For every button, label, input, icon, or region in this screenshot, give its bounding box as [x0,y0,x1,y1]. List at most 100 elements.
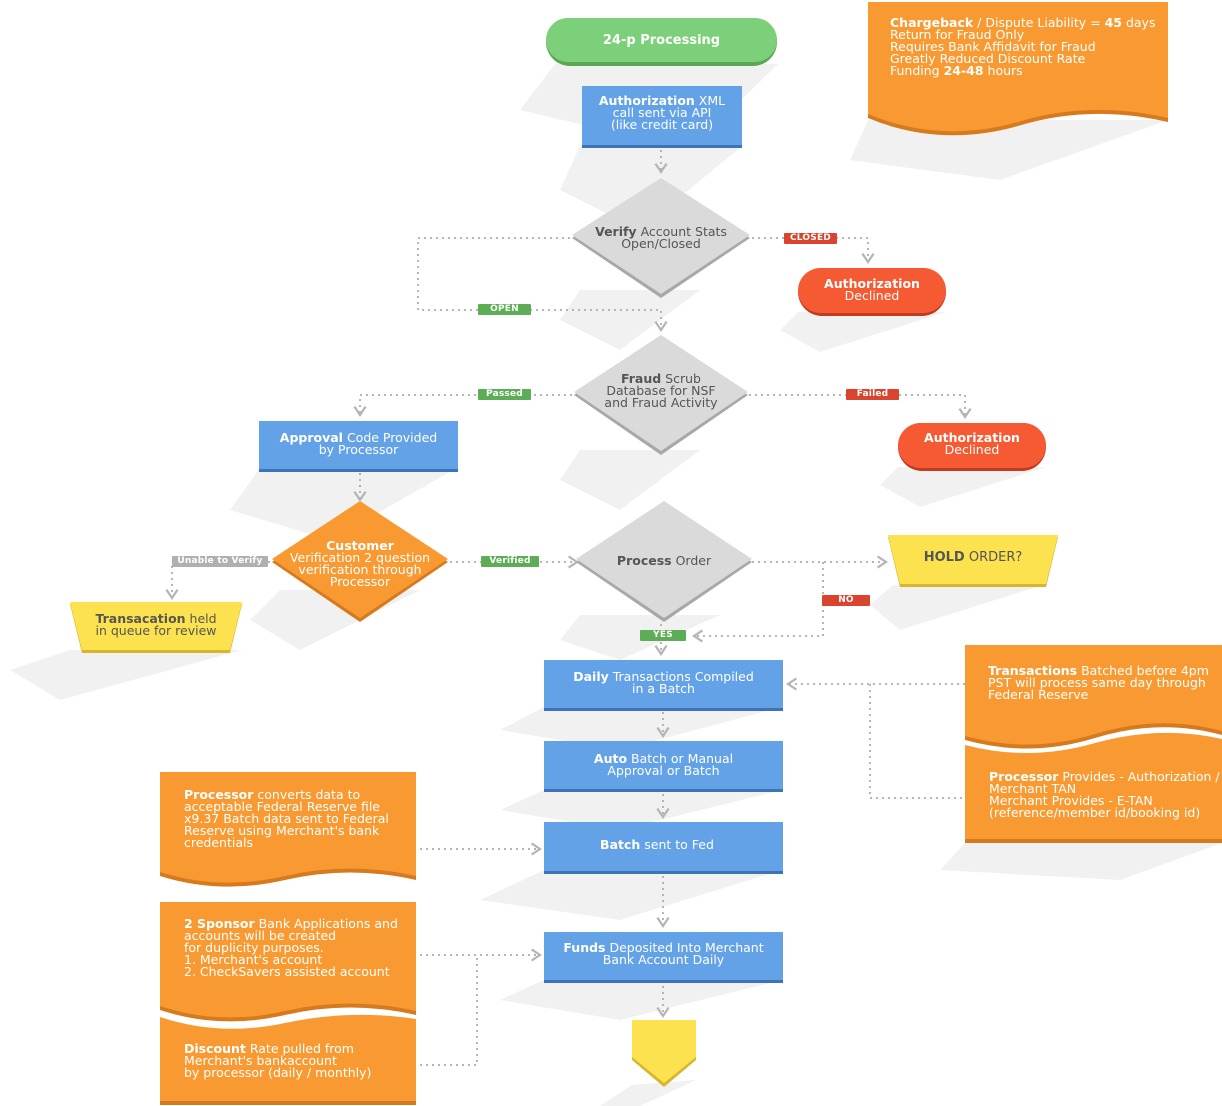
daily-rest: Transactions Compiled [608,669,754,684]
customer-bold: Customer [326,538,394,553]
declined1-pill: Authorization Declined [798,277,946,303]
fraud-line2: Database for NSF [606,383,716,398]
authorization-line3: (like credit card) [610,117,714,132]
processor-tan-line2: Merchant TAN [989,781,1077,796]
batch-box: Batch sent to Fed [544,837,770,852]
auto-bold: Auto [593,751,628,766]
process-bold: Process [616,553,672,568]
customer-line2: Verification 2 question [289,550,431,565]
funds-line2: Bank Account Daily [602,952,725,967]
customer-diamond: Customer Verification 2 question verific… [272,538,448,589]
chargeback-rest: / Dispute Liability = [973,15,1105,30]
authorization-rest: XML [694,93,726,108]
funds-box: Funds Deposited Into Merchant Bank Accou… [544,940,783,967]
transactions-bold: Transactions [988,663,1078,678]
verify-line2: Open/Closed [621,236,701,251]
discount-line3: by processor (daily / monthly) [184,1065,372,1080]
note-transactions: Transactions Batched before 4pm PST will… [988,663,1220,702]
sponsor-rest: Bank Applications and [254,916,398,931]
verify-diamond: Verify Account Stats Open/Closed [572,224,750,251]
processor-tan-bold: Processor [989,769,1059,784]
sponsor-line2: accounts will be created [184,928,337,943]
tag-open: OPEN [478,304,531,315]
chargeback-line5a: Funding [890,63,944,78]
sponsor-line4: 1. Merchant's account [184,952,323,967]
processor-tan-line4: (reference/member id/booking id) [989,805,1201,820]
transactions-line3: Federal Reserve [988,687,1089,702]
auto-rest: Batch or Manual [627,751,734,766]
chargeback-line5b: 24-48 [943,63,984,78]
chargeback-line3: Requires Bank Affidavit for Fraud [890,39,1096,54]
approval-bold: Approval [279,430,343,445]
note-shapes [160,2,1222,1105]
customer-line3: verification through [298,562,422,577]
note-processor-convert: Processor converts data to acceptable Fe… [184,787,414,850]
declined2-bold: Authorization [924,430,1020,445]
batch-bold: Batch [600,837,641,852]
note-processor-tan: Processor Provides - Authorization / Mer… [989,769,1221,820]
hold-bold: HOLD [923,550,965,565]
approval-line2: by Processor [318,442,399,457]
processor-convert-line2: acceptable Federal Reserve file [184,799,380,814]
held-rest: held [185,611,217,626]
sponsor-line3: for duplicity purposes. [184,940,324,955]
tag-verified: Verified [481,556,539,567]
daily-line2: in a Batch [632,681,695,696]
chargeback-days: days [1121,15,1156,30]
long-shadows [10,64,1222,1106]
transactions-rest: Batched before 4pm [1077,663,1209,678]
sponsor-line5: 2. CheckSavers assisted account [184,964,390,979]
daily-bold: Daily [573,669,609,684]
authorization-box: Authorization XML call sent via API (lik… [582,93,742,132]
held-box: Transacation held in queue for review [70,611,242,637]
chargeback-line4: Greatly Reduced Discount Rate [890,51,1086,66]
tag-unable: Unable to Verify [172,556,268,567]
process-rest: Order [671,553,712,568]
yellow-shapes [70,535,1058,1087]
processor-convert-line5: credentials [184,835,253,850]
tag-passed: Passed [478,389,531,400]
hold-rest: ORDER? [964,550,1023,565]
processor-convert-line4: Reserve using Merchant's bank [184,823,380,838]
fraud-rest: Scrub [661,371,701,386]
verify-bold: Verify [595,224,637,239]
funds-rest: Deposited Into Merchant [605,940,764,955]
note-discount: Discount Rate pulled from Merchant's ban… [184,1041,414,1080]
tag-failed: Failed [846,389,899,400]
approval-box: Approval Code Provided by Processor [259,430,458,457]
discount-bold: Discount [184,1041,246,1056]
hold-order-box: HOLD ORDER? [888,550,1058,565]
funds-bold: Funds [563,940,606,955]
tag-closed: CLOSED [784,233,837,244]
note-sponsor: 2 Sponsor Bank Applications and accounts… [184,916,414,979]
processor-convert-rest: converts data to [253,787,361,802]
processor-convert-bold: Processor [184,787,254,802]
held-bold: Transacation [95,611,186,626]
processor-convert-line3: x9.37 Batch data sent to Federal [184,811,389,826]
fraud-diamond: Fraud Scrub Database for NSF and Fraud A… [574,371,748,409]
tag-yes: YES [640,630,686,641]
process-boxes [259,86,783,983]
tag-no: NO [822,595,870,606]
decision-diamonds [572,178,752,622]
note-chargeback: Chargeback / Dispute Liability = 45 days… [890,15,1160,78]
declined1-line2: Declined [844,288,900,303]
daily-box: Daily Transactions Compiled in a Batch [544,669,783,696]
declined2-line2: Declined [944,442,1000,457]
discount-rest: Rate pulled from [245,1041,354,1056]
transactions-line2: PST will process same day through [988,675,1206,690]
chargeback-bold: Chargeback [890,15,974,30]
process-diamond: Process Order [576,553,752,568]
batch-rest: sent to Fed [640,837,714,852]
chargeback-line2: Return for Fraud Only [890,27,1025,42]
approval-rest: Code Provided [342,430,438,445]
declined-pills [798,268,1046,471]
declined2-pill: Authorization Declined [898,430,1046,457]
authorization-bold: Authorization [598,93,695,108]
customer-line4: Processor [329,574,391,589]
discount-line2: Merchant's bankaccount [184,1053,337,1068]
auto-box: Auto Batch or Manual Approval or Batch [544,751,783,777]
authorization-line2: call sent via API [612,105,712,120]
sponsor-bold: 2 Sponsor [184,916,255,931]
